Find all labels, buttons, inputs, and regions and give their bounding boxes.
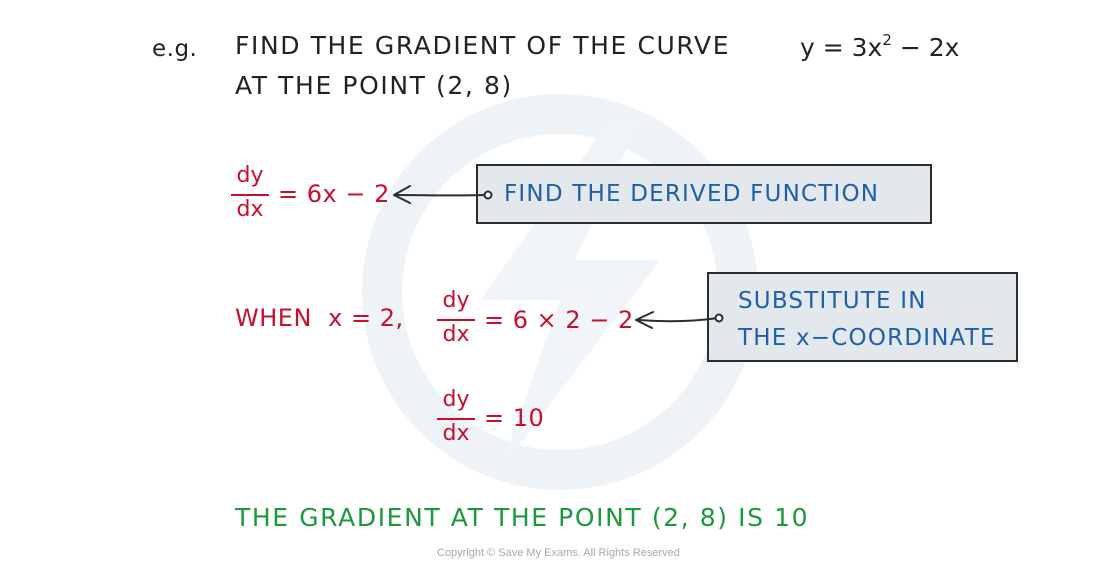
step1-frac-bar — [231, 194, 269, 196]
substitute-callout: SUBSTITUTE IN THE x−COORDINATE — [707, 272, 1018, 362]
derived-function-note: FIND THE DERIVED FUNCTION — [504, 181, 880, 207]
curve-rest: − 2x — [891, 33, 960, 62]
step3-result: = 10 — [484, 404, 545, 432]
step3-frac-bar — [437, 418, 475, 420]
step3-derivative-fraction: dy dx — [436, 389, 476, 449]
curve-equation: y = 3x2 − 2x — [800, 31, 960, 62]
step1-arrow-icon — [393, 185, 493, 204]
step2-equation: = 6 × 2 − 2 — [484, 306, 634, 334]
curve-exponent: 2 — [882, 31, 892, 49]
step1-frac-numerator: dy — [236, 163, 264, 188]
substitute-note-line-2: THE x−COORDINATE — [738, 325, 996, 351]
step3-frac-denominator: dx — [442, 421, 470, 446]
step1-equation: = 6x − 2 — [278, 180, 390, 208]
question-line-1: FIND THE GRADIENT OF THE CURVE — [235, 31, 731, 60]
step1-frac-denominator: dx — [236, 197, 264, 222]
step2-frac-bar — [437, 319, 475, 321]
step2-arrow-icon — [635, 311, 724, 329]
curve-y: y = 3x — [800, 33, 883, 62]
step2-frac-numerator: dy — [442, 288, 470, 313]
final-answer: THE GRADIENT AT THE POINT (2, 8) IS 10 — [235, 503, 810, 532]
step2-condition: WHEN x = 2, — [235, 304, 404, 332]
substitute-note-line-1: SUBSTITUTE IN — [738, 288, 927, 314]
derived-function-callout: FIND THE DERIVED FUNCTION — [476, 164, 932, 224]
step1-derivative-fraction: dy dx — [230, 165, 270, 225]
step3-frac-numerator: dy — [442, 387, 470, 412]
question-line-2: AT THE POINT (2, 8) — [235, 71, 513, 100]
step2-frac-denominator: dx — [442, 322, 470, 347]
example-label: e.g. — [152, 36, 198, 62]
copyright-notice: Copyright © Save My Exams. All Rights Re… — [437, 547, 680, 559]
step2-derivative-fraction: dy dx — [436, 290, 476, 350]
